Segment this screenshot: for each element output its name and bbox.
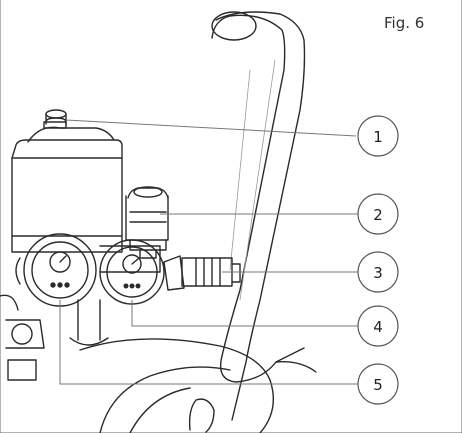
callout-circle-2	[357, 193, 399, 235]
callout-line-5	[59, 300, 358, 385]
tank-pressure-gauge	[15, 233, 97, 307]
callout-circle-5	[357, 363, 399, 405]
drain-fitting-illustration	[0, 294, 45, 381]
handle-illustration	[211, 11, 317, 421]
safety-valve-illustration	[125, 186, 169, 259]
callout-circle-4	[357, 305, 399, 347]
figure-label: Fig. 6	[384, 14, 425, 32]
callout-number-1: 1	[373, 128, 383, 146]
quick-coupler-illustration	[163, 255, 241, 291]
callout-line-1	[65, 119, 357, 137]
tank-illustration	[79, 338, 274, 433]
pressure-switch-illustration	[11, 109, 123, 253]
callout-number-5: 5	[373, 376, 383, 394]
callout-number-3: 3	[373, 264, 383, 282]
callout-number-2: 2	[373, 206, 383, 224]
callout-circle-3	[357, 251, 399, 293]
callout-line-4	[131, 300, 358, 327]
callout-number-4: 4	[373, 318, 383, 336]
manifold-illustration	[69, 245, 161, 346]
callout-circle-1	[357, 115, 399, 157]
